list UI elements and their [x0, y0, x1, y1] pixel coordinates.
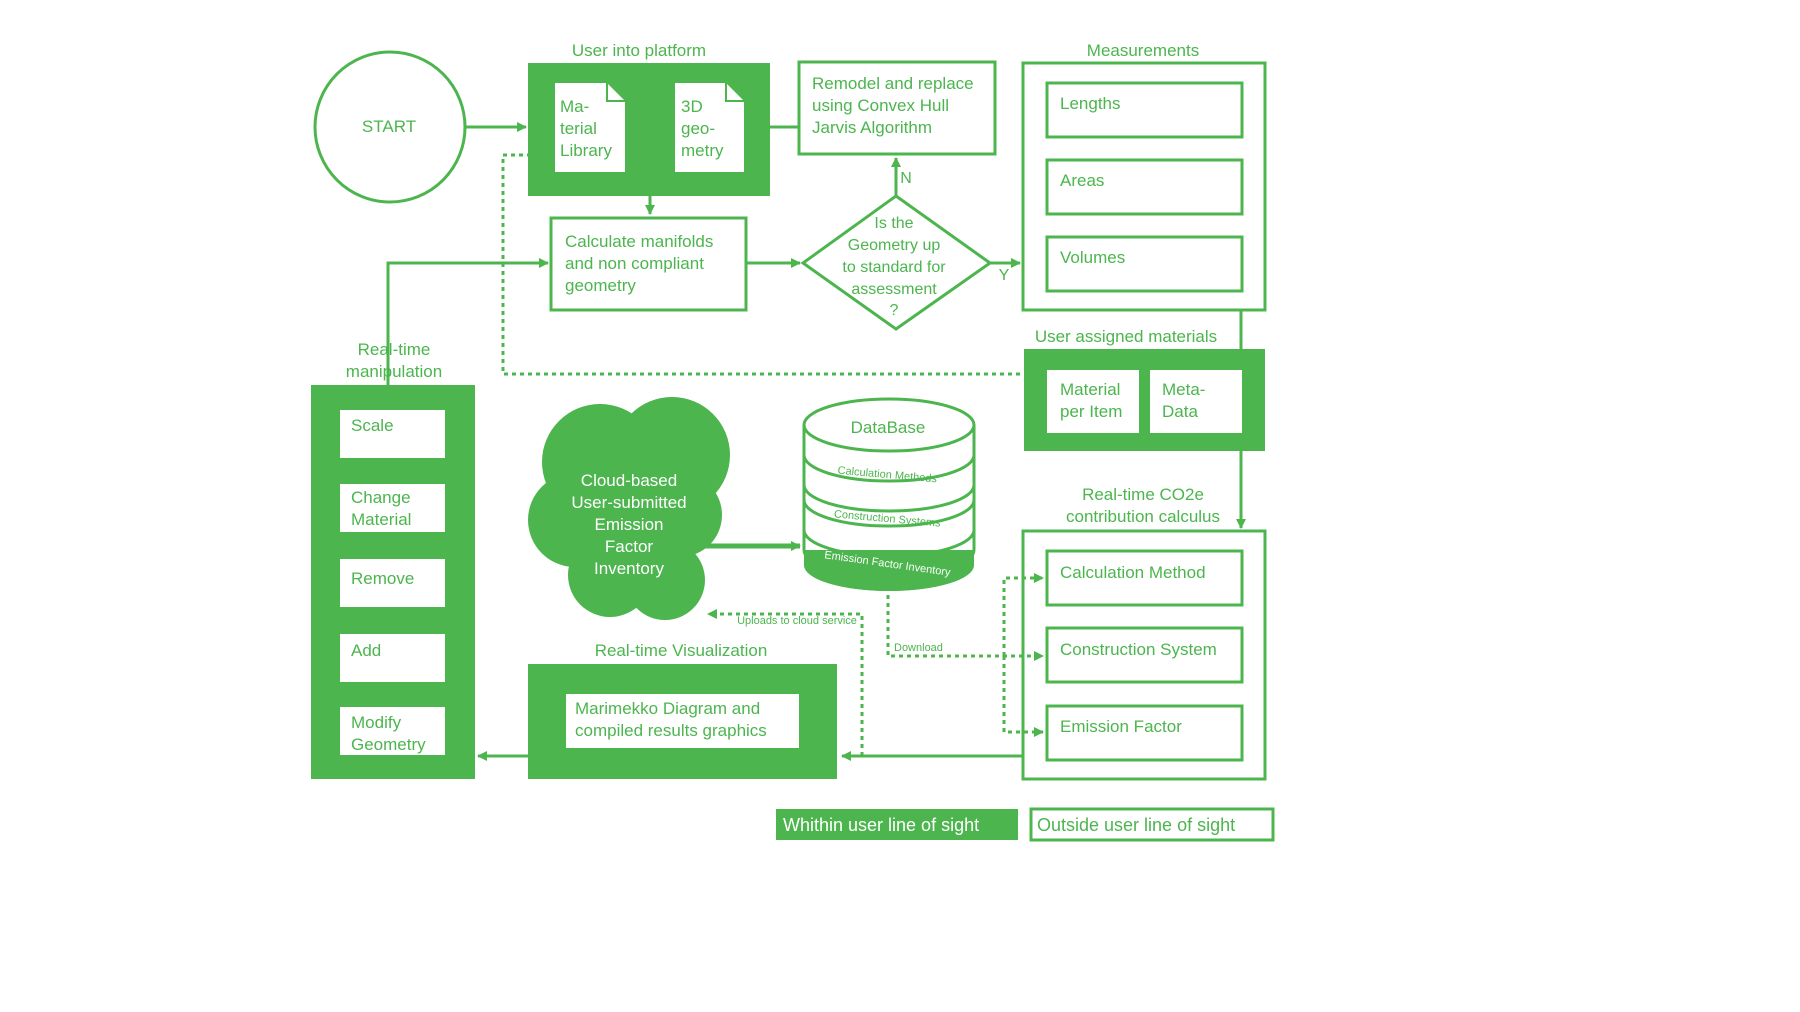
calculation-method-box — [1045, 549, 1244, 607]
decision-line-1: Is the — [874, 215, 913, 232]
material-library-doc: Ma- terial Library — [560, 97, 612, 160]
cloud-node: Cloud-based User-submitted Emission Fact… — [528, 397, 730, 620]
geometry-line-1: 3D — [681, 97, 703, 116]
cloud-line-2: User-submitted — [571, 493, 686, 512]
material-library-line-3: Library — [560, 141, 612, 160]
calculate-line-3: geometry — [565, 276, 636, 295]
legend-outside-swatch — [1029, 807, 1275, 842]
decision-diamond: Is the Geometry up to standard for asses… — [800, 194, 993, 331]
database-node: DataBase Calculation Methods Constructio… — [802, 397, 976, 591]
remodel-line-3: Jarvis Algorithm — [812, 118, 932, 137]
areas-label: Areas — [1060, 171, 1104, 190]
visualization-box: Marimekko Diagram and compiled results g… — [528, 664, 837, 779]
metadata-box — [1150, 370, 1242, 433]
calculate-box: Calculate manifolds and non compliant ge… — [549, 216, 748, 312]
measurements-title: Measurements — [1087, 41, 1199, 60]
cloud-line-3: Emission — [595, 515, 664, 534]
assigned-box: Material per Item Meta- Data — [1024, 349, 1265, 451]
volumes-box — [1045, 235, 1244, 293]
remove-item — [340, 559, 445, 607]
download-edge-label: Download — [894, 642, 943, 654]
legend-outside-label: Outside user line of sight — [1037, 815, 1235, 835]
cloud-line-5: Inventory — [594, 559, 664, 578]
remodel-line-1: Remodel and replace — [812, 74, 974, 93]
geometry-doc: 3D geo- metry — [681, 97, 724, 160]
visualization-line-1: Marimekko Diagram and — [575, 699, 760, 718]
legend-within-swatch — [776, 809, 1018, 840]
start-label: START — [362, 117, 416, 136]
metadata-line-1: Meta- — [1162, 380, 1205, 399]
cloud-line-1: Cloud-based — [581, 471, 677, 490]
remodel-line-2: using Convex Hull — [812, 96, 949, 115]
arrow-manipulation-to-calculate — [386, 258, 549, 385]
uploads-edge-label: Uploads to cloud service — [737, 615, 857, 627]
emission-factor-box — [1045, 704, 1244, 762]
calculation-method-label: Calculation Method — [1060, 563, 1206, 582]
legend-within-label: Whithin user line of sight — [783, 815, 979, 835]
decision-line-4: assessment — [851, 281, 937, 298]
start-node: START — [313, 50, 467, 204]
construction-system-label: Construction System — [1060, 640, 1217, 659]
manipulation-title-2: manipulation — [346, 362, 442, 381]
lengths-label: Lengths — [1060, 94, 1121, 113]
remove-label: Remove — [351, 569, 414, 588]
geometry-line-3: metry — [681, 141, 724, 160]
remodel-box: Remodel and replace using Convex Hull Ja… — [797, 60, 997, 156]
legend: Whithin user line of sight Outside user … — [776, 807, 1275, 842]
dotted-connectors — [501, 153, 1044, 756]
calculate-line-2: and non compliant — [565, 254, 704, 273]
decision-line-2: Geometry up — [848, 237, 941, 254]
calculate-line-1: Calculate manifolds — [565, 232, 713, 251]
modify-geometry-item — [340, 707, 445, 755]
decision-yes-label: Y — [999, 267, 1010, 284]
change-material-line-2: Material — [351, 510, 411, 529]
geometry-line-2: geo- — [681, 119, 715, 138]
metadata-line-2: Data — [1162, 402, 1198, 421]
lengths-box — [1045, 81, 1244, 139]
dotted-library-to-assigned — [501, 153, 1044, 379]
construction-system-box — [1045, 626, 1244, 684]
add-item — [340, 634, 445, 682]
manipulation-box: Scale Change Material Remove Add Modify … — [311, 385, 475, 779]
volumes-label: Volumes — [1060, 248, 1125, 267]
co2-title-1: Real-time CO2e — [1082, 485, 1204, 504]
decision-line-3: to standard for — [842, 259, 946, 276]
material-per-item-line-1: Material — [1060, 380, 1120, 399]
change-material-line-1: Change — [351, 488, 411, 507]
modify-geometry-line-2: Geometry — [351, 735, 426, 754]
measurements-box: Lengths Areas Volumes — [1021, 61, 1267, 312]
add-label: Add — [351, 641, 381, 660]
visualization-title: Real-time Visualization — [595, 641, 768, 660]
change-material-item — [340, 484, 445, 532]
emission-factor-label: Emission Factor — [1060, 717, 1182, 736]
material-per-item-box — [1047, 370, 1139, 433]
visualization-line-2: compiled results graphics — [575, 721, 767, 740]
material-library-line-2: terial — [560, 119, 597, 138]
solid-connectors — [386, 122, 1246, 761]
areas-box — [1045, 158, 1244, 216]
dotted-to-emission-factor — [1002, 656, 1044, 737]
co2-box: Calculation Method Construction System E… — [1021, 529, 1267, 781]
material-library-line-1: Ma- — [560, 97, 589, 116]
material-per-item-line-2: per Item — [1060, 402, 1122, 421]
dotted-to-calculation-method — [1002, 573, 1044, 656]
cloud-line-4: Factor — [605, 537, 654, 556]
platform-title: User into platform — [572, 41, 706, 60]
manipulation-title-1: Real-time — [358, 340, 431, 359]
decision-line-5: ? — [890, 302, 899, 319]
assigned-title: User assigned materials — [1035, 327, 1217, 346]
scale-item — [340, 410, 445, 458]
database-title: DataBase — [851, 418, 926, 437]
scale-label: Scale — [351, 416, 394, 435]
co2-title-2: contribution calculus — [1066, 507, 1220, 526]
decision-no-label: N — [900, 170, 912, 187]
modify-geometry-line-1: Modify — [351, 713, 402, 732]
